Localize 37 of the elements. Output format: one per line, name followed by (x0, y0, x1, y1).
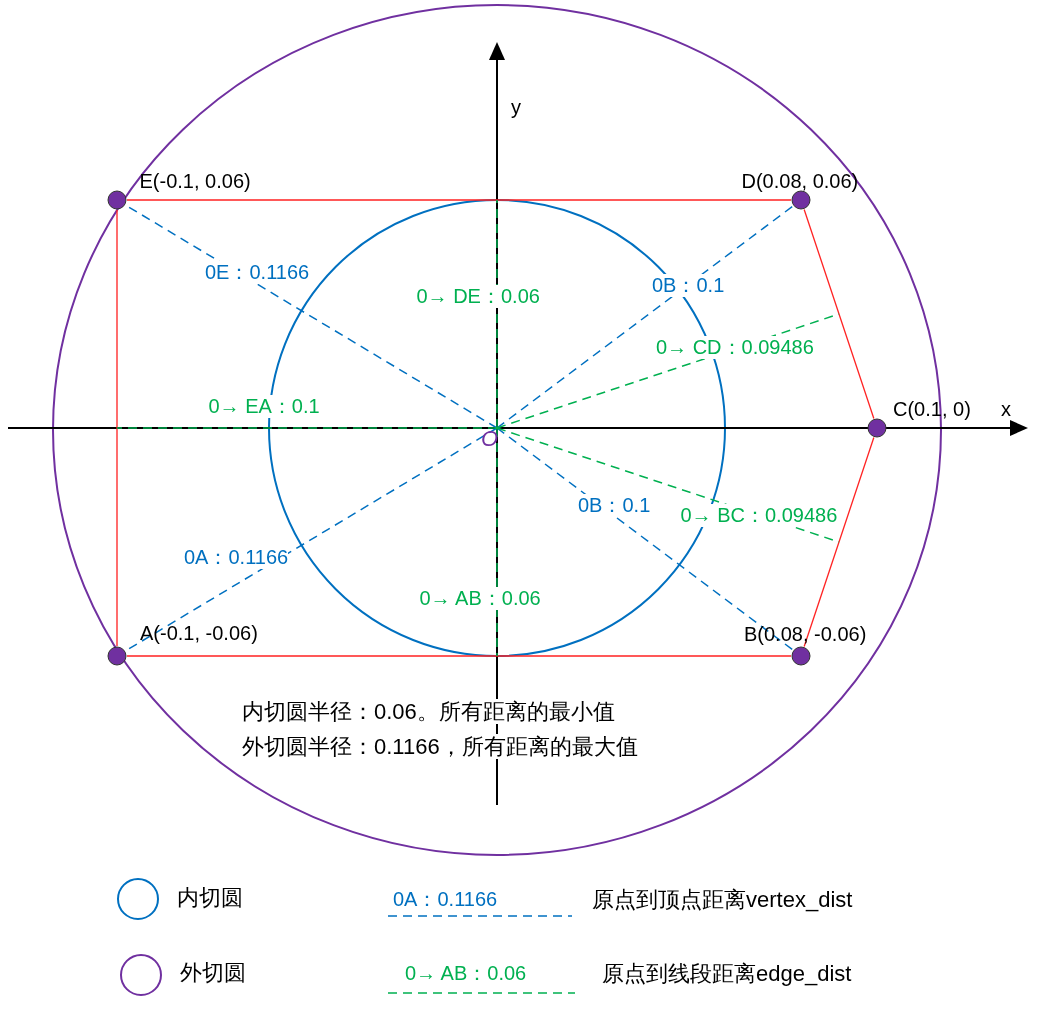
dashed-line (496, 427, 498, 657)
vertex-dot (107, 646, 127, 666)
legend-text: 外切圆 (180, 959, 246, 985)
vertex-dot (867, 418, 887, 438)
polygon-side (126, 199, 792, 201)
edge-label: 0B：0.1 (652, 273, 725, 297)
vertex-label: E(-0.1, 0.06) (139, 169, 251, 193)
edge-label: 0→ EA：0.1 (208, 394, 320, 418)
polygon-side (803, 436, 875, 648)
edge-label: 0→ DE：0.06 (416, 284, 540, 308)
edge-label: 0→ AB：0.06 (419, 586, 541, 610)
edge-label: 0→ BC：0.09486 (680, 503, 838, 527)
dashed-line (496, 199, 498, 429)
vertex-label: D(0.08, 0.06) (741, 169, 859, 193)
vertex-label: A(-0.1, -0.06) (140, 621, 258, 645)
note-text: 外切圆半径：0.1166，所有距离的最大值 (242, 733, 638, 759)
dashed-line (116, 427, 498, 429)
note-text: 内切圆半径：0.06。所有距离的最小值 (242, 698, 615, 724)
axis-label: y (511, 95, 521, 119)
vertex-dot (791, 646, 811, 666)
dashed-line (496, 427, 794, 651)
vertex-dot (107, 190, 127, 210)
legend-text: 内切圆 (177, 884, 243, 910)
edge-label: 0→ CD：0.09486 (656, 335, 814, 359)
edge-label: 0B：0.1 (578, 493, 651, 517)
sample-label: 0A：0.1166 (393, 887, 498, 911)
vertex-dot (791, 190, 811, 210)
polygon-side (126, 655, 792, 657)
polygon-side (116, 209, 118, 647)
dashed-line (496, 205, 794, 429)
legend-text: 原点到线段距离edge_dist (602, 960, 852, 986)
edge-label: 0E：0.1166 (205, 260, 310, 284)
legend-text: 原点到顶点距离vertex_dist (592, 886, 853, 912)
axis-label: x (1001, 397, 1011, 421)
vertex-label: B(0.08, -0.06) (744, 622, 867, 646)
polygon-side (803, 208, 875, 420)
sample-label: 0→ AB：0.06 (405, 961, 527, 985)
